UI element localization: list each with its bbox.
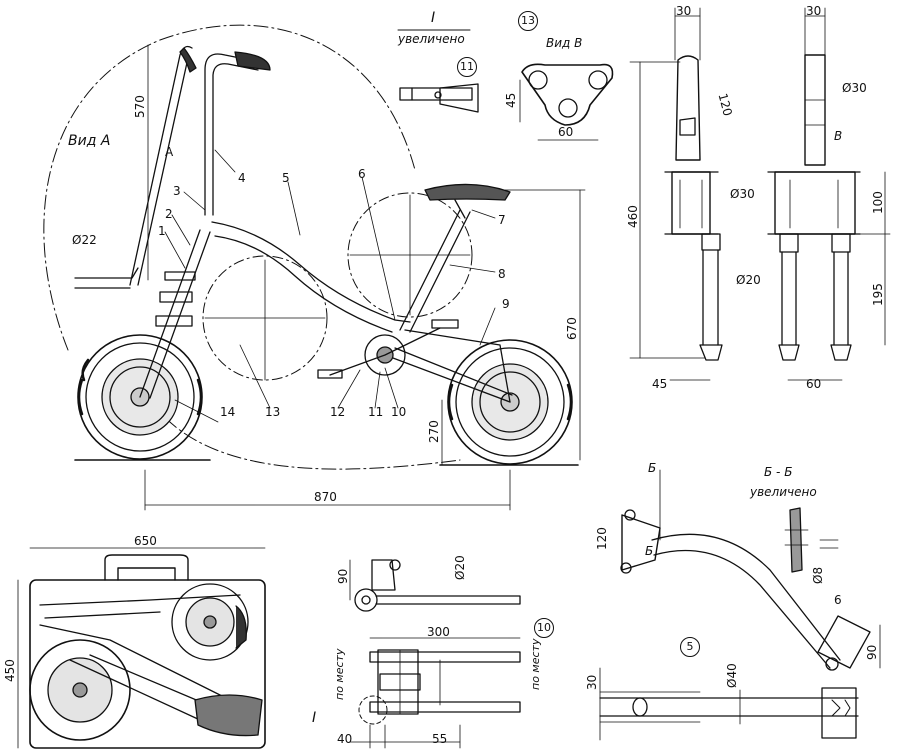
view-b-plate — [519, 63, 614, 141]
part-13-marker: 13 — [518, 11, 538, 31]
callout-i-detail — [397, 29, 479, 113]
part-10-marker: 10 — [534, 618, 554, 638]
dim-tube-30-mid: Ø30 — [730, 187, 755, 201]
dim-300: 300 — [427, 625, 450, 639]
part-label-5: 5 — [282, 171, 290, 185]
fork-front-view — [629, 7, 723, 381]
dim-tube-40: Ø40 — [725, 663, 739, 688]
callout-i-mark: I — [312, 710, 317, 726]
callout-i-roman: I — [431, 10, 436, 26]
section-b-mark: Б — [645, 544, 654, 558]
dim-45-fork: 45 — [652, 377, 668, 391]
section-b-arrow: Б — [648, 461, 657, 475]
part-label-9: 9 — [502, 297, 510, 311]
part-5-marker: 5 — [680, 637, 700, 657]
in-place-left: по месту — [333, 648, 346, 700]
dim-460: 460 — [626, 205, 640, 228]
dim-870: 870 — [314, 490, 337, 504]
view-a-title: Вид А — [68, 133, 111, 149]
bicycle-main-view — [43, 24, 586, 511]
dim-670: 670 — [565, 317, 579, 340]
part-10-views — [349, 559, 521, 749]
part-label-2: 2 — [165, 207, 173, 221]
part-label-12: 12 — [330, 405, 346, 419]
dim-650: 650 — [134, 534, 157, 548]
dim-100: 100 — [871, 191, 885, 214]
part-label-14: 14 — [220, 405, 236, 419]
dim-tube-22: Ø22 — [72, 233, 97, 247]
dim-30-side: 30 — [806, 4, 822, 18]
part-11-marker: 11 — [457, 57, 477, 77]
dim-60-plate: 60 — [558, 125, 574, 139]
part-label-13: 13 — [265, 405, 281, 419]
dim-270: 270 — [427, 420, 441, 443]
dim-tube-30-top: Ø30 — [842, 81, 867, 95]
dim-570: 570 — [133, 95, 147, 118]
dim-90-part5: 90 — [865, 644, 879, 660]
part-label-1: 1 — [158, 224, 166, 238]
dim-40: 40 — [337, 732, 353, 746]
dim-90-part10: 90 — [336, 568, 350, 584]
part-5-views — [599, 469, 881, 741]
view-b-arrow-label: В — [834, 129, 843, 143]
carrying-case-view — [17, 547, 266, 749]
dim-120-part5: 120 — [595, 527, 609, 550]
dim-6-part5: 6 — [834, 593, 842, 607]
dim-55: 55 — [432, 732, 448, 746]
dim-30-part5: 30 — [585, 674, 599, 690]
part-label-8: 8 — [498, 267, 506, 281]
dim-450: 450 — [3, 659, 17, 682]
part-label-4: 4 — [238, 171, 246, 185]
view-b-title: Вид В — [546, 36, 583, 50]
part-label-7: 7 — [498, 213, 506, 227]
section-bb-caption: увеличено — [750, 485, 817, 499]
dim-45-plate: 45 — [504, 92, 518, 108]
section-bb-title: Б - Б — [764, 465, 793, 479]
view-a-arrow-label: А — [165, 145, 174, 159]
dim-195: 195 — [871, 283, 885, 306]
dim-tube-20-part10: Ø20 — [453, 555, 467, 580]
dim-tube-8: Ø8 — [811, 566, 825, 584]
dim-30-front: 30 — [676, 4, 692, 18]
part-label-3: 3 — [173, 184, 181, 198]
dim-60-fork: 60 — [806, 377, 822, 391]
fork-side-view — [767, 7, 891, 381]
part-label-6: 6 — [358, 167, 366, 181]
part-label-11: 11 — [368, 405, 384, 419]
dim-tube-20-fork: Ø20 — [736, 273, 761, 287]
in-place-right: по месту — [529, 638, 542, 690]
part-label-10: 10 — [391, 405, 407, 419]
callout-i-caption: увеличено — [398, 32, 465, 46]
